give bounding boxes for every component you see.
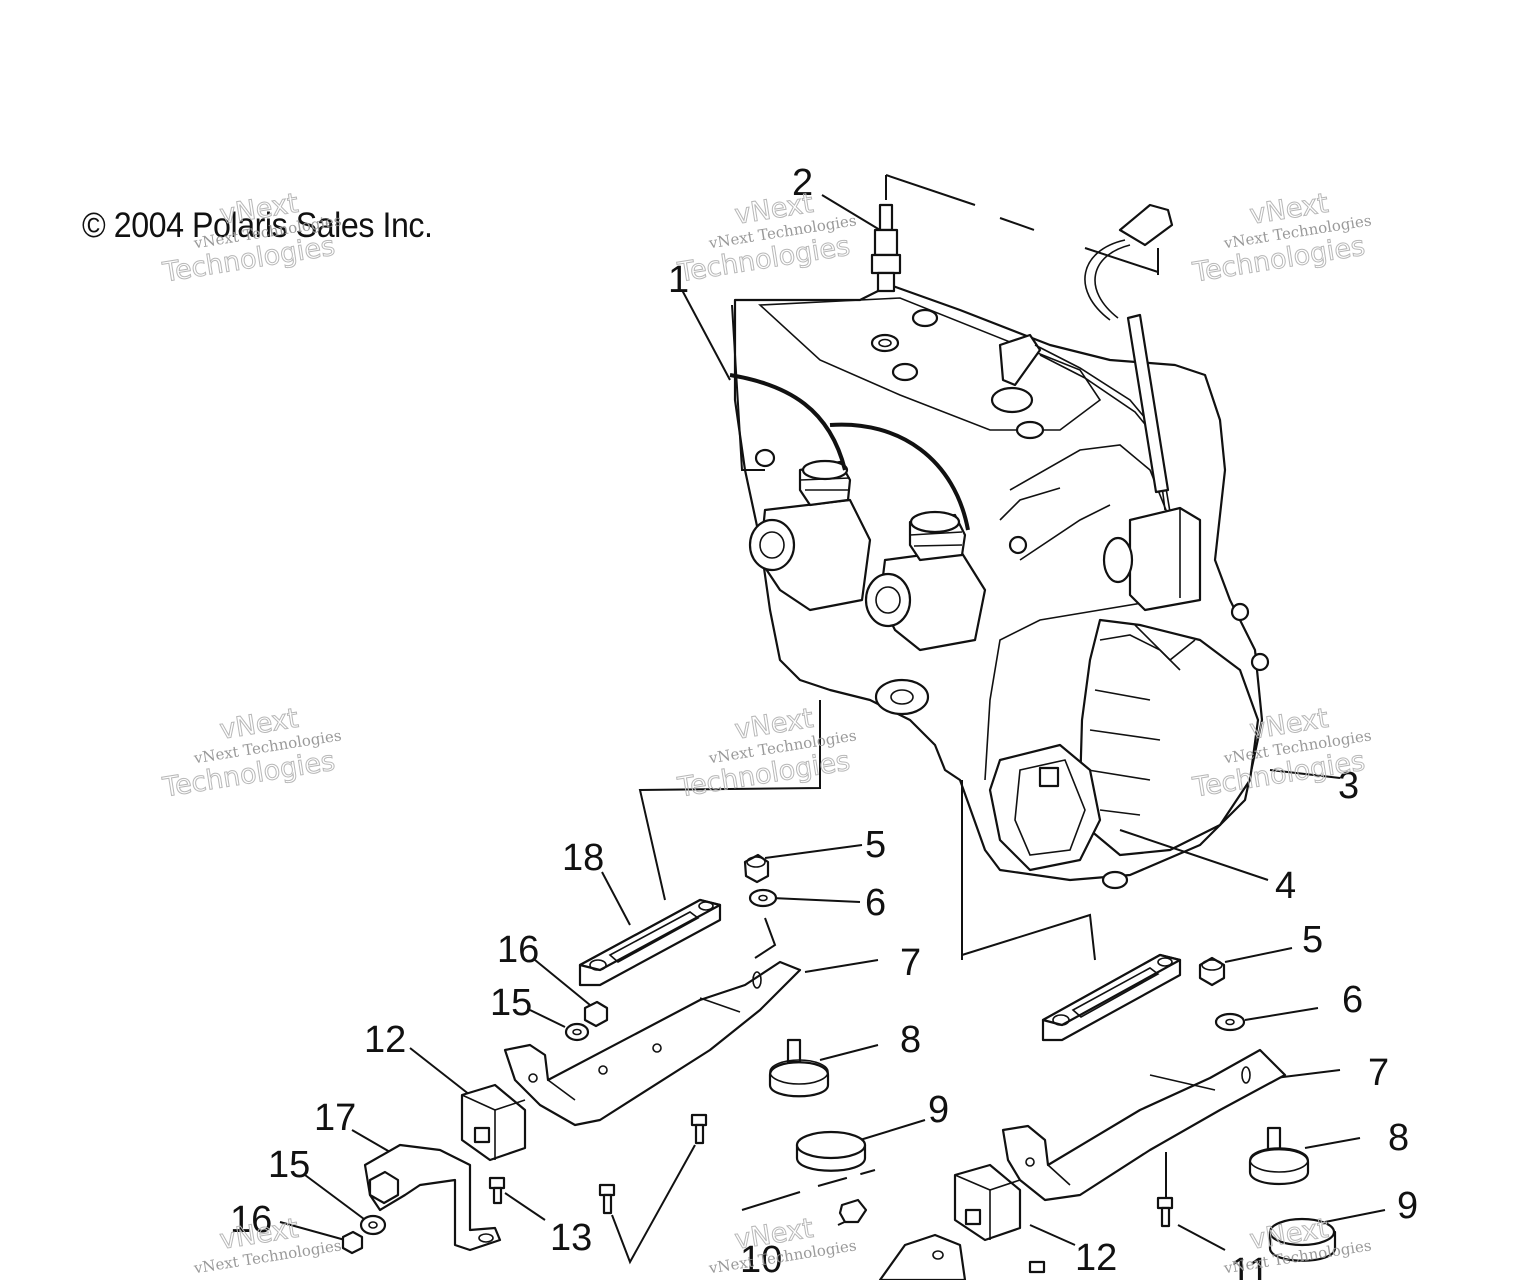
washer-6-right bbox=[1214, 1012, 1246, 1032]
callout-4: 4 bbox=[1275, 865, 1296, 907]
callout-7-right: 7 bbox=[1368, 1052, 1389, 1094]
bolt-13 bbox=[488, 1176, 506, 1205]
spacer-9-right bbox=[1268, 1217, 1337, 1262]
callout-12-right: 12 bbox=[1075, 1237, 1117, 1279]
callout-7-left: 7 bbox=[900, 942, 921, 984]
callout-15-upper: 15 bbox=[490, 982, 532, 1024]
bolt-11-right bbox=[1028, 1196, 1174, 1274]
mount-bracket-17 bbox=[363, 1143, 502, 1252]
callout-3: 3 bbox=[1338, 765, 1359, 807]
callout-6-right: 6 bbox=[1342, 979, 1363, 1021]
fan-housing bbox=[1078, 602, 1270, 857]
engine-bracket-7-left bbox=[503, 960, 802, 1127]
nut-16-upper bbox=[583, 1000, 609, 1028]
spark-plug-lead bbox=[1084, 203, 1174, 494]
engine-assembly bbox=[729, 283, 1270, 890]
washer-15-upper bbox=[564, 1022, 590, 1042]
rubber-mount-8-left bbox=[768, 1038, 830, 1098]
callout-labels: 2 1 3 4 5 6 7 8 9 5 6 7 8 9 18 16 15 12 … bbox=[230, 162, 1418, 1280]
callout-8-right: 8 bbox=[1388, 1117, 1409, 1159]
starter-housing bbox=[988, 743, 1102, 872]
callout-13: 13 bbox=[550, 1217, 592, 1259]
exhaust-flange bbox=[874, 678, 930, 716]
callout-10: 10 bbox=[740, 1239, 782, 1280]
callout-6-left: 6 bbox=[865, 882, 886, 924]
rubber-mount-8-right bbox=[1248, 1126, 1310, 1186]
callout-17: 17 bbox=[314, 1097, 356, 1139]
nut-16-lower bbox=[341, 1230, 364, 1255]
spark-plug bbox=[870, 203, 902, 293]
callout-2: 2 bbox=[792, 162, 813, 204]
callout-12-left: 12 bbox=[364, 1019, 406, 1061]
washer-15-lower bbox=[359, 1214, 387, 1236]
carburetor-left bbox=[748, 459, 872, 612]
nut-5-right bbox=[1198, 956, 1226, 987]
nut-5-left bbox=[743, 853, 770, 884]
bolt-11-left bbox=[598, 1113, 708, 1215]
leader-lines bbox=[279, 174, 1386, 1265]
carburetor-right bbox=[864, 510, 987, 652]
slotted-plate-right bbox=[1041, 953, 1182, 1042]
callout-16-upper: 16 bbox=[497, 929, 539, 971]
slotted-plate-18 bbox=[578, 898, 722, 987]
callout-18: 18 bbox=[562, 837, 604, 879]
callout-15-lower: 15 bbox=[268, 1144, 310, 1186]
clip-10 bbox=[838, 1198, 868, 1224]
rubber-block-12-left bbox=[460, 1083, 527, 1162]
mount-bracket-lower-center bbox=[878, 1233, 967, 1280]
callout-1: 1 bbox=[668, 259, 689, 301]
rubber-block-12-right bbox=[953, 1163, 1022, 1242]
callout-11: 11 bbox=[1230, 1251, 1269, 1280]
ignition-coil bbox=[1102, 506, 1202, 612]
callout-16-lower: 16 bbox=[230, 1199, 272, 1241]
callout-5-left: 5 bbox=[865, 824, 886, 866]
callout-9-left: 9 bbox=[928, 1089, 949, 1131]
callout-5-right: 5 bbox=[1302, 919, 1323, 961]
spacer-9-left bbox=[795, 1130, 867, 1172]
engine-bracket-7-right bbox=[1001, 1048, 1287, 1202]
callout-9-right: 9 bbox=[1397, 1185, 1418, 1227]
copyright-notice: © 2004 Polaris Sales Inc. bbox=[82, 206, 433, 245]
washer-6-left bbox=[748, 888, 778, 908]
callout-8-left: 8 bbox=[900, 1019, 921, 1061]
